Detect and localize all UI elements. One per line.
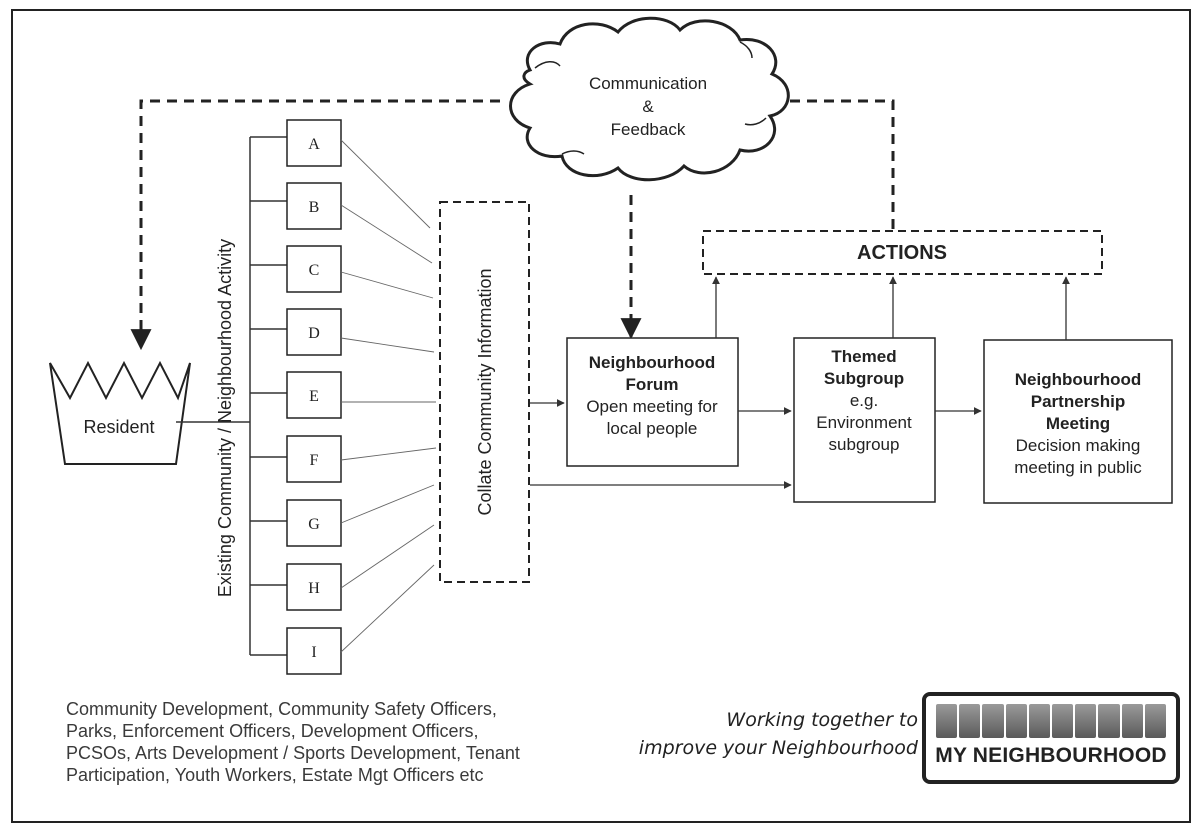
- logo-portrait-photo: [1028, 704, 1051, 738]
- logo-portrait-photo: [1144, 704, 1167, 738]
- partnership-title-line3: Meeting: [1046, 414, 1110, 433]
- subgroup-node: Themed Subgroup e.g. Environment subgrou…: [793, 337, 936, 503]
- logo-portrait-photo: [936, 704, 958, 738]
- activity-box-i: I: [286, 627, 342, 675]
- partnership-title-line1: Neighbourhood: [1015, 370, 1142, 389]
- forum-desc-line2: local people: [607, 419, 698, 438]
- forum-title-line2: Forum: [626, 375, 679, 394]
- activity-label-g: G: [308, 516, 320, 533]
- logo-portrait-photo: [1121, 704, 1143, 738]
- activity-bracket: [176, 136, 287, 656]
- cloud-label-line3: Feedback: [611, 120, 686, 139]
- subgroup-title-line1: Themed: [831, 347, 896, 366]
- activity-to-collate-lines: [340, 139, 437, 653]
- activity-box-c: C: [286, 245, 342, 293]
- resident-node: Resident: [49, 360, 191, 465]
- activity-box-g: G: [286, 499, 342, 547]
- cloud-label-line2: &: [642, 97, 654, 116]
- collate-box: Collate Community Information: [439, 201, 530, 583]
- activity-label-c: C: [309, 262, 320, 279]
- logo-portrait-photo: [982, 704, 1004, 738]
- forum-title-line1: Neighbourhood: [589, 353, 716, 372]
- logo-portrait-photo: [1005, 704, 1027, 738]
- activity-label-a: A: [308, 136, 320, 153]
- subgroup-desc-line2: Environment: [816, 413, 912, 432]
- contributors-note-line4: Participation, Youth Workers, Estate Mgt…: [66, 765, 484, 785]
- forum-desc-line1: Open meeting for: [586, 397, 718, 416]
- partnership-node: Neighbourhood Partnership Meeting Decisi…: [983, 339, 1173, 504]
- logo-text: MY NEIGHBOURHOOD: [935, 744, 1167, 767]
- activity-box-h: H: [286, 563, 342, 611]
- partnership-title-line2: Partnership: [1031, 392, 1125, 411]
- logo-portrait-photo: [1075, 704, 1097, 738]
- communication-cloud: Communication & Feedback: [509, 16, 790, 182]
- activity-label-f: F: [310, 452, 319, 469]
- my-neighbourhood-logo: MY NEIGHBOURHOOD: [922, 692, 1180, 784]
- activity-label-h: H: [308, 580, 320, 597]
- activity-label-d: D: [308, 325, 320, 342]
- activity-axis-label: Existing Community / Neighbourhood Activ…: [215, 239, 235, 597]
- tagline-line1: Working together to: [726, 709, 918, 731]
- cloud-label-line1: Communication: [589, 74, 707, 93]
- logo-portrait-photo: [959, 704, 981, 738]
- actions-label: ACTIONS: [857, 242, 947, 264]
- tagline: Working together to improve your Neighbo…: [618, 706, 918, 762]
- activity-label-e: E: [309, 388, 319, 405]
- activity-box-d: D: [286, 308, 342, 356]
- page-frame: [11, 9, 1191, 823]
- logo-photo-strip: [936, 704, 1167, 738]
- partnership-desc-line1: Decision making: [1016, 436, 1141, 455]
- partnership-desc-line2: meeting in public: [1014, 458, 1142, 477]
- logo-portrait-photo: [1098, 704, 1120, 738]
- activity-boxes: A B C D E F G H: [286, 119, 342, 675]
- subgroup-title-line2: Subgroup: [824, 369, 904, 388]
- actions-to-cloud-dashed-line: [790, 99, 895, 232]
- feedback-to-resident-arrow: [130, 99, 500, 351]
- contributors-note-line2: Parks, Enforcement Officers, Development…: [66, 721, 479, 741]
- activity-label-b: B: [309, 199, 320, 216]
- logo-portrait-photo: [1052, 704, 1074, 738]
- contributors-note-line3: PCSOs, Arts Development / Sports Develop…: [66, 743, 520, 763]
- activity-box-e: E: [286, 371, 342, 419]
- activity-label-i: I: [311, 644, 316, 661]
- contributors-note: Community Development, Community Safety …: [66, 698, 586, 786]
- collate-label: Collate Community Information: [475, 268, 495, 515]
- subgroup-desc-line3: subgroup: [829, 435, 900, 454]
- activity-box-f: F: [286, 435, 342, 483]
- activity-box-b: B: [286, 182, 342, 230]
- activity-box-a: A: [286, 119, 342, 167]
- contributors-note-line1: Community Development, Community Safety …: [66, 699, 497, 719]
- subgroup-desc-line1: e.g.: [850, 391, 878, 410]
- forum-node: Neighbourhood Forum Open meeting for loc…: [566, 337, 739, 467]
- actions-box: ACTIONS: [702, 230, 1103, 275]
- tagline-line2: improve your Neighbourhood: [638, 737, 918, 759]
- resident-label: Resident: [83, 417, 154, 437]
